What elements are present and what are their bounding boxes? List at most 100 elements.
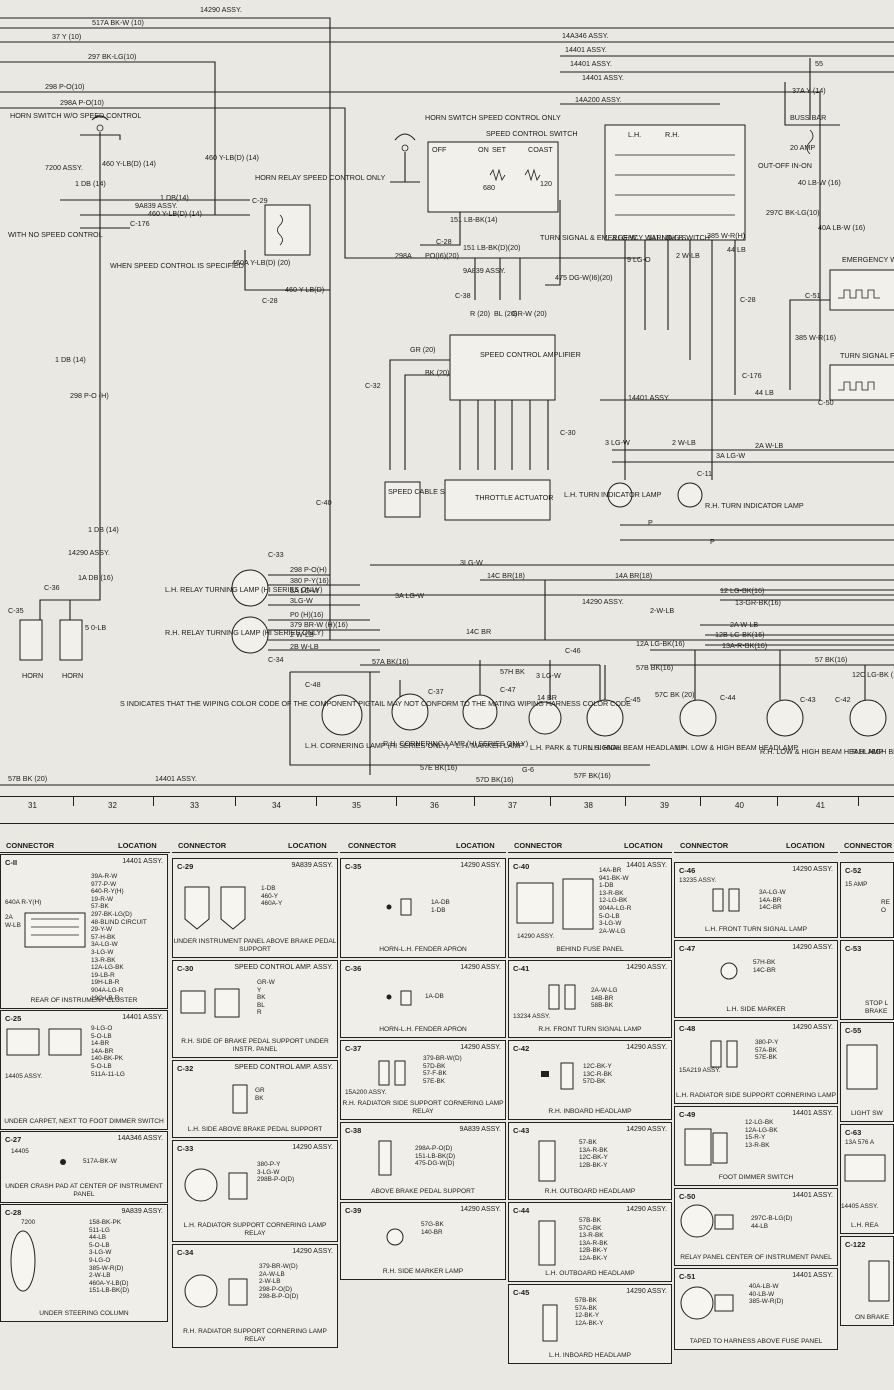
relay-wires <box>268 574 894 651</box>
grid-41: 41 <box>816 801 825 810</box>
rw-14290: 14290 ASSY. <box>582 597 624 606</box>
label-7200: 7200 ASSY. <box>45 163 83 172</box>
c34-caption: R.H. RADIATOR SUPPORT CORNERING LAMP REL… <box>183 1328 327 1343</box>
label-460-a: 460 Y-LB(D) (14) <box>102 159 156 168</box>
label-44lb-b: 44 LB <box>755 388 774 397</box>
lamp-lh-cornering-shape <box>321 694 363 736</box>
c42-pins: 12C-BK-Y 13C-R-BK 57D-BK <box>583 1063 613 1086</box>
ts-rh: R.H. <box>665 130 679 139</box>
horn-switch-sc-label: HORN SWITCH SPEED CONTROL ONLY <box>425 113 561 122</box>
c32-caption: L.H. SIDE ABOVE BRAKE PEDAL SUPPORT <box>187 1126 323 1133</box>
label-r20: R (20) <box>470 309 490 318</box>
label-1db-a: 1 DB (14) <box>75 179 106 188</box>
rw-c42: C-42 <box>835 695 851 704</box>
c28-pins: 158-BK-PK 511-LG 44-LB 5-O-LB 3-LG-W 9-L… <box>89 1219 130 1295</box>
c28-side: 7200 <box>21 1219 36 1226</box>
connector-c53: C-53 STOP L BRAKE <box>840 940 894 1020</box>
rw-57a: 57A BK(16) <box>372 657 409 666</box>
rw-g6: G-6 <box>522 765 534 774</box>
label-14a346: 14A346 ASSY. <box>562 31 609 40</box>
c37-caption: R.H. RADIATOR SIDE SUPPORT CORNERING LAM… <box>342 1100 504 1115</box>
lh-turn-ind-label: L.H. TURN INDICATOR LAMP <box>564 490 662 499</box>
header-location-5: LOCATION <box>786 841 825 850</box>
horn-relay-feeds <box>214 170 330 291</box>
label-517a: 517A BK-W (10) <box>92 18 144 27</box>
pos-set: SET <box>492 145 507 154</box>
label-298a-mid: 298A <box>395 251 412 260</box>
resistor-680-label: 680 <box>483 183 495 192</box>
c27-caption: UNDER CRASH PAD AT CENTER OF INSTRUMENT … <box>5 1183 163 1198</box>
label-9lgo: 9 LG-O <box>627 255 651 264</box>
c25-side: 14405 ASSY. <box>5 1073 43 1080</box>
horn-right <box>59 619 83 661</box>
c45-pins: 57B-BK 57A-BK 12-BK-Y 12A-BK-Y <box>575 1297 604 1327</box>
top-bus-wires <box>0 17 894 640</box>
rw-12alg: 12A LG-BK(16) <box>636 639 685 648</box>
rh-relay-turning-lamp <box>231 616 269 654</box>
horn-switch-label: HORN SWITCH W/O SPEED CONTROL <box>10 111 141 120</box>
c43-caption: R.H. OUTBOARD HEADLAMP <box>544 1188 636 1195</box>
connector-c50: C-50 14401 ASSY. 297C-B-LG(D) 44-LB RELA… <box>674 1188 838 1266</box>
rw-57b: 57B BK(16) <box>636 663 673 672</box>
rw-p0: P0 (H)(16) <box>290 610 324 619</box>
rh-turn-indicator-lamp <box>677 482 703 508</box>
connector-c42: C-42 14290 ASSY. 12C-BK-Y 13C-R-BK 57D-B… <box>508 1040 672 1120</box>
c45-caption: L.H. INBOARD HEADLAMP <box>548 1352 632 1359</box>
c38-pins: 298A-P-O(D) 151-LB-BK(D) 475-DG-W(D) <box>415 1145 456 1168</box>
c30-id: C-30 <box>177 964 194 973</box>
c48-side: 15A219 ASSY. <box>679 1067 721 1074</box>
lamp-lh-park-shape <box>528 701 562 735</box>
label-37y: 37 Y (10) <box>52 32 81 41</box>
label-bk20: BK (20) <box>425 368 449 377</box>
c40-pins: 14A-BR 941-BK-W 1-DB 13-R-BK 12-LG-BK 90… <box>599 867 632 935</box>
c36-pins: 1A-DB <box>425 993 444 1000</box>
ts-contacts <box>615 154 735 216</box>
rw-2wlb: 2 W-LB <box>290 630 314 639</box>
c47-assy: 14290 ASSY. <box>792 944 833 951</box>
connector-c30: C-30 SPEED CONTROL AMP. ASSY. GR-W Y BK … <box>172 960 338 1058</box>
out-off-label: OUT-OFF IN-ON <box>758 161 812 170</box>
c39-caption: R.H. SIDE MARKER LAMP <box>382 1268 464 1275</box>
header-connector-6: CONNECTOR <box>844 841 893 850</box>
header-connector-2: CONNECTOR <box>178 841 227 850</box>
label-1db-d: 14290 ASSY. <box>68 548 110 557</box>
amp-harness-top <box>474 200 561 300</box>
c41-side: 13234 ASSY. <box>513 1013 551 1020</box>
c30-pins: GR-W Y BK BL R <box>257 979 275 1017</box>
throttle-actuator-box <box>444 479 551 521</box>
c122-id: C-122 <box>845 1240 866 1249</box>
rw-c48: C-48 <box>305 680 321 689</box>
header-location-3: LOCATION <box>456 841 495 850</box>
c36-caption: HORN-L.H. FENDER APRON <box>379 1026 467 1033</box>
rw-3lg: 3LG-W <box>290 596 313 605</box>
lh-relay-turning-lamp <box>231 569 269 607</box>
c34-assy: 14290 ASSY. <box>292 1248 333 1255</box>
c47-pins: 57H-BK 14C-BR <box>753 959 776 974</box>
table-header-3: CONNECTOR LOCATION <box>340 840 506 853</box>
c37-side: 15A200 ASSY. <box>345 1089 387 1096</box>
rw-57bk: 57 BK(16) <box>815 655 847 664</box>
rw-c46: C-46 <box>565 646 581 655</box>
lamp-row <box>321 693 887 737</box>
lamp-rh-low-high-shape <box>766 699 804 737</box>
c25-assy: 14401 ASSY. <box>122 1014 163 1021</box>
c40-caption: BEHIND FUSE PANEL <box>556 946 624 953</box>
grid-33: 33 <box>190 801 199 810</box>
table-header-5: CONNECTOR LOCATION <box>674 840 838 853</box>
c47-id: C-47 <box>679 944 696 953</box>
c42-assy: 14290 ASSY. <box>626 1044 667 1051</box>
c50-assy: 14401 ASSY. <box>792 1192 833 1199</box>
rw-14a: 14A BR(18) <box>615 571 652 580</box>
horn-left <box>19 619 43 661</box>
c51-caption: TAPED TO HARNESS ABOVE FUSE PANEL <box>689 1338 823 1345</box>
label-14290-top: 14290 ASSY. <box>200 5 242 14</box>
c52-pins: 15 AMP <box>845 881 868 888</box>
horn-relay-box <box>264 204 311 256</box>
connector-c52: C-52 15 AMP RE O <box>840 862 894 938</box>
label-c29: C-29 <box>252 196 268 205</box>
lamp-rh-high-shape <box>849 699 887 737</box>
c46-caption: L.H. FRONT TURN SIGNAL LAMP <box>704 926 808 933</box>
c11-caption: REAR OF INSTRUMENT CLUSTER <box>30 997 138 1004</box>
label-385-a: 385 W-R(H) <box>707 231 745 240</box>
rw-c47: C-47 <box>500 685 516 694</box>
